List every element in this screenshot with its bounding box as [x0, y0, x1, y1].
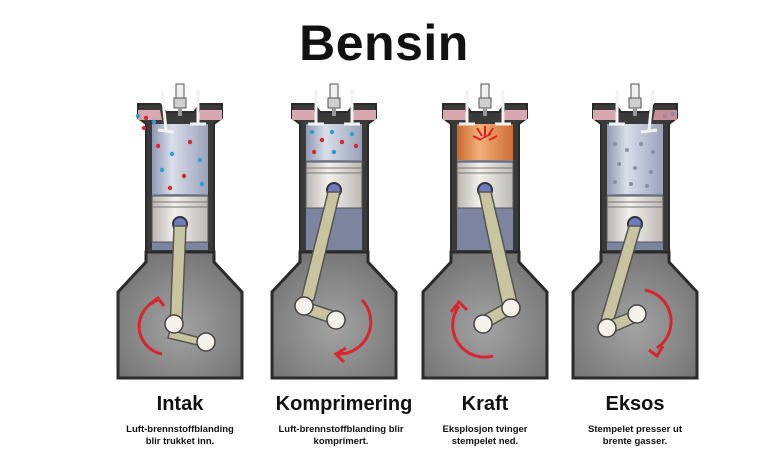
stage-desc-line: Eksplosjon tvinger [442, 424, 528, 435]
stage-name-exhaust: Eksos [605, 393, 665, 415]
intake-valve-icon [160, 89, 168, 131]
rotation-arrow-icon [449, 299, 494, 359]
exhaust-gas [613, 112, 675, 188]
explosion-icon [472, 126, 498, 141]
spark-plug-icon [478, 83, 492, 116]
rotation-arrow-icon [137, 295, 166, 356]
engine-intake [116, 83, 244, 380]
connecting-rod-icon [298, 191, 341, 306]
stage-desc-line: komprimert. [313, 436, 369, 447]
exhaust-valve-icon [647, 89, 655, 131]
stage-desc-line: Luft-brennstoffblanding [126, 424, 234, 435]
stage-desc-line: stempelet ned. [451, 436, 519, 447]
page-title: Bensin [299, 15, 469, 71]
stage-desc-exhaust: Stempelet presser ut brente gasser. [550, 424, 720, 448]
stage-name-intake: Intak [156, 393, 204, 415]
fuel-air-mixture [135, 113, 205, 191]
spark-plug-icon [628, 83, 642, 116]
stage-desc-intake: Luft-brennstoffblanding blir trukket inn… [95, 424, 265, 448]
fuel-air-mixture [309, 129, 359, 155]
stage-desc-compression: Luft-brennstoffblanding blir komprimert. [256, 424, 426, 448]
engine-exhaust [571, 83, 699, 380]
rotation-arrow-icon [644, 288, 673, 359]
stage-desc-line: brente gasser. [602, 436, 668, 447]
stage-desc-line: blir trukket inn. [145, 436, 215, 447]
rotation-arrow-icon [333, 298, 373, 364]
spark-plug-icon [327, 83, 341, 116]
piston-icon [151, 195, 209, 243]
engine-power [421, 83, 549, 380]
spark-plug-icon [173, 83, 187, 116]
cylinder-chamber [306, 124, 362, 160]
stage-desc-line: Stempelet presser ut [588, 424, 682, 435]
stage-desc-power: Eksplosjon tvinger stempelet ned. [400, 424, 570, 448]
engine-compression [270, 83, 398, 380]
stage-desc-line: Luft-brennstoffblanding blir [278, 424, 404, 435]
stage-name-compression: Komprimering [275, 393, 413, 415]
stage-name-power: Kraft [461, 393, 509, 415]
